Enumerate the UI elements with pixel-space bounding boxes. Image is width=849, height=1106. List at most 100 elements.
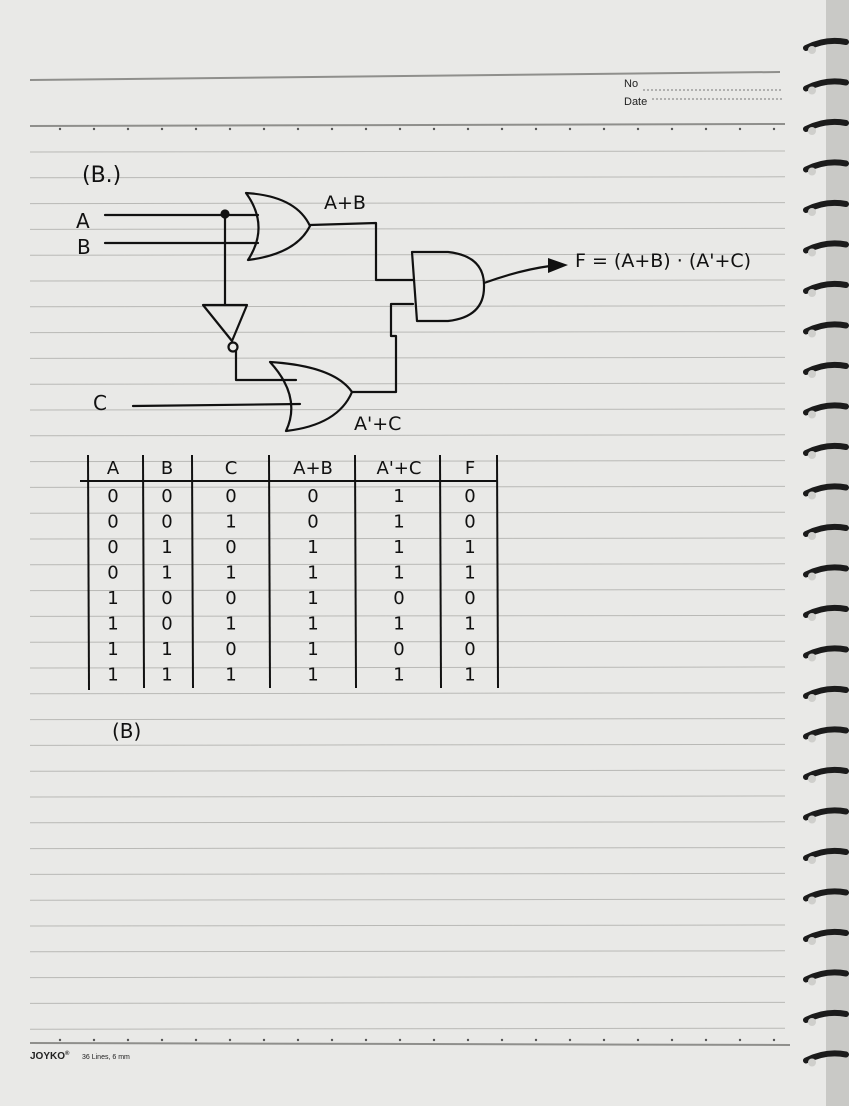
spiral-ring: [803, 645, 849, 659]
dot: [296, 127, 300, 131]
dot: [398, 127, 402, 131]
spiral-ring: [803, 240, 849, 254]
ruled-line: [29, 176, 786, 179]
table-cell: 0: [225, 588, 236, 609]
table-cell: 1: [464, 665, 475, 686]
binding-hole: [808, 410, 816, 419]
spiral-ring: [803, 118, 849, 132]
table-col-line: [142, 454, 145, 689]
table-cell: 1: [307, 665, 318, 686]
ruled-line: [29, 382, 786, 385]
table-cell: 1: [107, 665, 118, 686]
table-cell: 0: [464, 639, 475, 660]
table-cell: 1: [464, 563, 475, 584]
ruled-line: [29, 511, 786, 514]
spiral-ring: [803, 361, 849, 375]
no-label: No: [624, 78, 638, 90]
dot: [126, 1038, 130, 1042]
dot: [296, 1038, 300, 1042]
ruled-line: [29, 847, 786, 850]
output-arrow-icon: [548, 258, 568, 273]
table-header-cell: A+B: [293, 458, 333, 479]
dot: [160, 127, 164, 131]
table-cell: 0: [393, 639, 404, 660]
and-gate: [410, 250, 486, 323]
ruled-line: [29, 872, 786, 875]
dot: [772, 127, 776, 131]
table-cell: 0: [161, 486, 172, 507]
dot: [228, 1038, 232, 1042]
binding-hole: [808, 734, 816, 743]
dot: [58, 127, 62, 131]
dot: [636, 127, 640, 131]
footer-rule: [29, 1042, 791, 1046]
table-cell: 1: [161, 537, 172, 558]
dot: [432, 127, 436, 131]
dot: [500, 1038, 504, 1042]
ruled-line: [29, 460, 786, 463]
spiral-ring: [803, 766, 849, 780]
table-cell: 1: [393, 537, 404, 558]
spiral-ring: [803, 199, 849, 213]
ruled-line: [29, 563, 786, 566]
dot: [466, 127, 470, 131]
wire-output: [482, 264, 552, 285]
table-cell: 0: [225, 537, 236, 558]
ruled-line: [29, 356, 786, 359]
table-cell: 1: [307, 588, 318, 609]
dot: [262, 1038, 266, 1042]
table-cell: 1: [464, 614, 475, 635]
paper-spec: 36 Lines, 6 mm: [82, 1054, 130, 1061]
spiral-ring: [803, 928, 849, 942]
table-cell: 1: [393, 614, 404, 635]
table-cell: 0: [464, 486, 475, 507]
table-cell: 1: [161, 639, 172, 660]
ruled-line: [29, 718, 786, 721]
binding-hole: [808, 248, 816, 257]
dot: [670, 1038, 674, 1042]
spiral-ring: [803, 1009, 849, 1023]
spiral-ring: [803, 321, 849, 335]
table-cell: 1: [393, 512, 404, 533]
spiral-ring: [803, 888, 849, 902]
ruled-line: [29, 305, 786, 308]
spiral-ring: [803, 726, 849, 740]
binding-hole: [808, 815, 816, 824]
table-header-cell: C: [225, 458, 238, 479]
table-cell: 1: [307, 563, 318, 584]
spiral-ring: [803, 402, 849, 416]
ruled-line: [29, 950, 786, 953]
dot: [738, 127, 742, 131]
table-cell: 0: [107, 486, 118, 507]
ruled-line: [29, 253, 786, 256]
table-col-line: [87, 454, 90, 691]
header-rule-top: [29, 71, 781, 81]
table-col-line: [268, 454, 271, 689]
dot: [194, 127, 198, 131]
brand-mark: ®: [65, 1050, 70, 1057]
ruled-line: [29, 331, 786, 334]
ruled-line: [29, 434, 786, 437]
table-cell: 0: [307, 512, 318, 533]
dot: [568, 1038, 572, 1042]
table-cell: 1: [307, 639, 318, 660]
table-cell: 1: [307, 537, 318, 558]
date-label: Date: [624, 96, 647, 108]
table-header-cell: A'+C: [377, 458, 422, 479]
dot: [228, 127, 232, 131]
ruled-line: [29, 976, 786, 979]
table-cell: 0: [464, 512, 475, 533]
wire-c: [131, 402, 302, 408]
input-a-label: A: [76, 209, 90, 233]
spiral-ring: [803, 564, 849, 578]
spiral-ring: [803, 442, 849, 456]
ruled-line: [29, 1001, 786, 1004]
binding-hole: [808, 775, 816, 783]
table-col-line: [439, 454, 442, 689]
binding-hole: [808, 289, 816, 297]
ruled-lines: [29, 150, 786, 1030]
dot: [398, 1038, 402, 1042]
